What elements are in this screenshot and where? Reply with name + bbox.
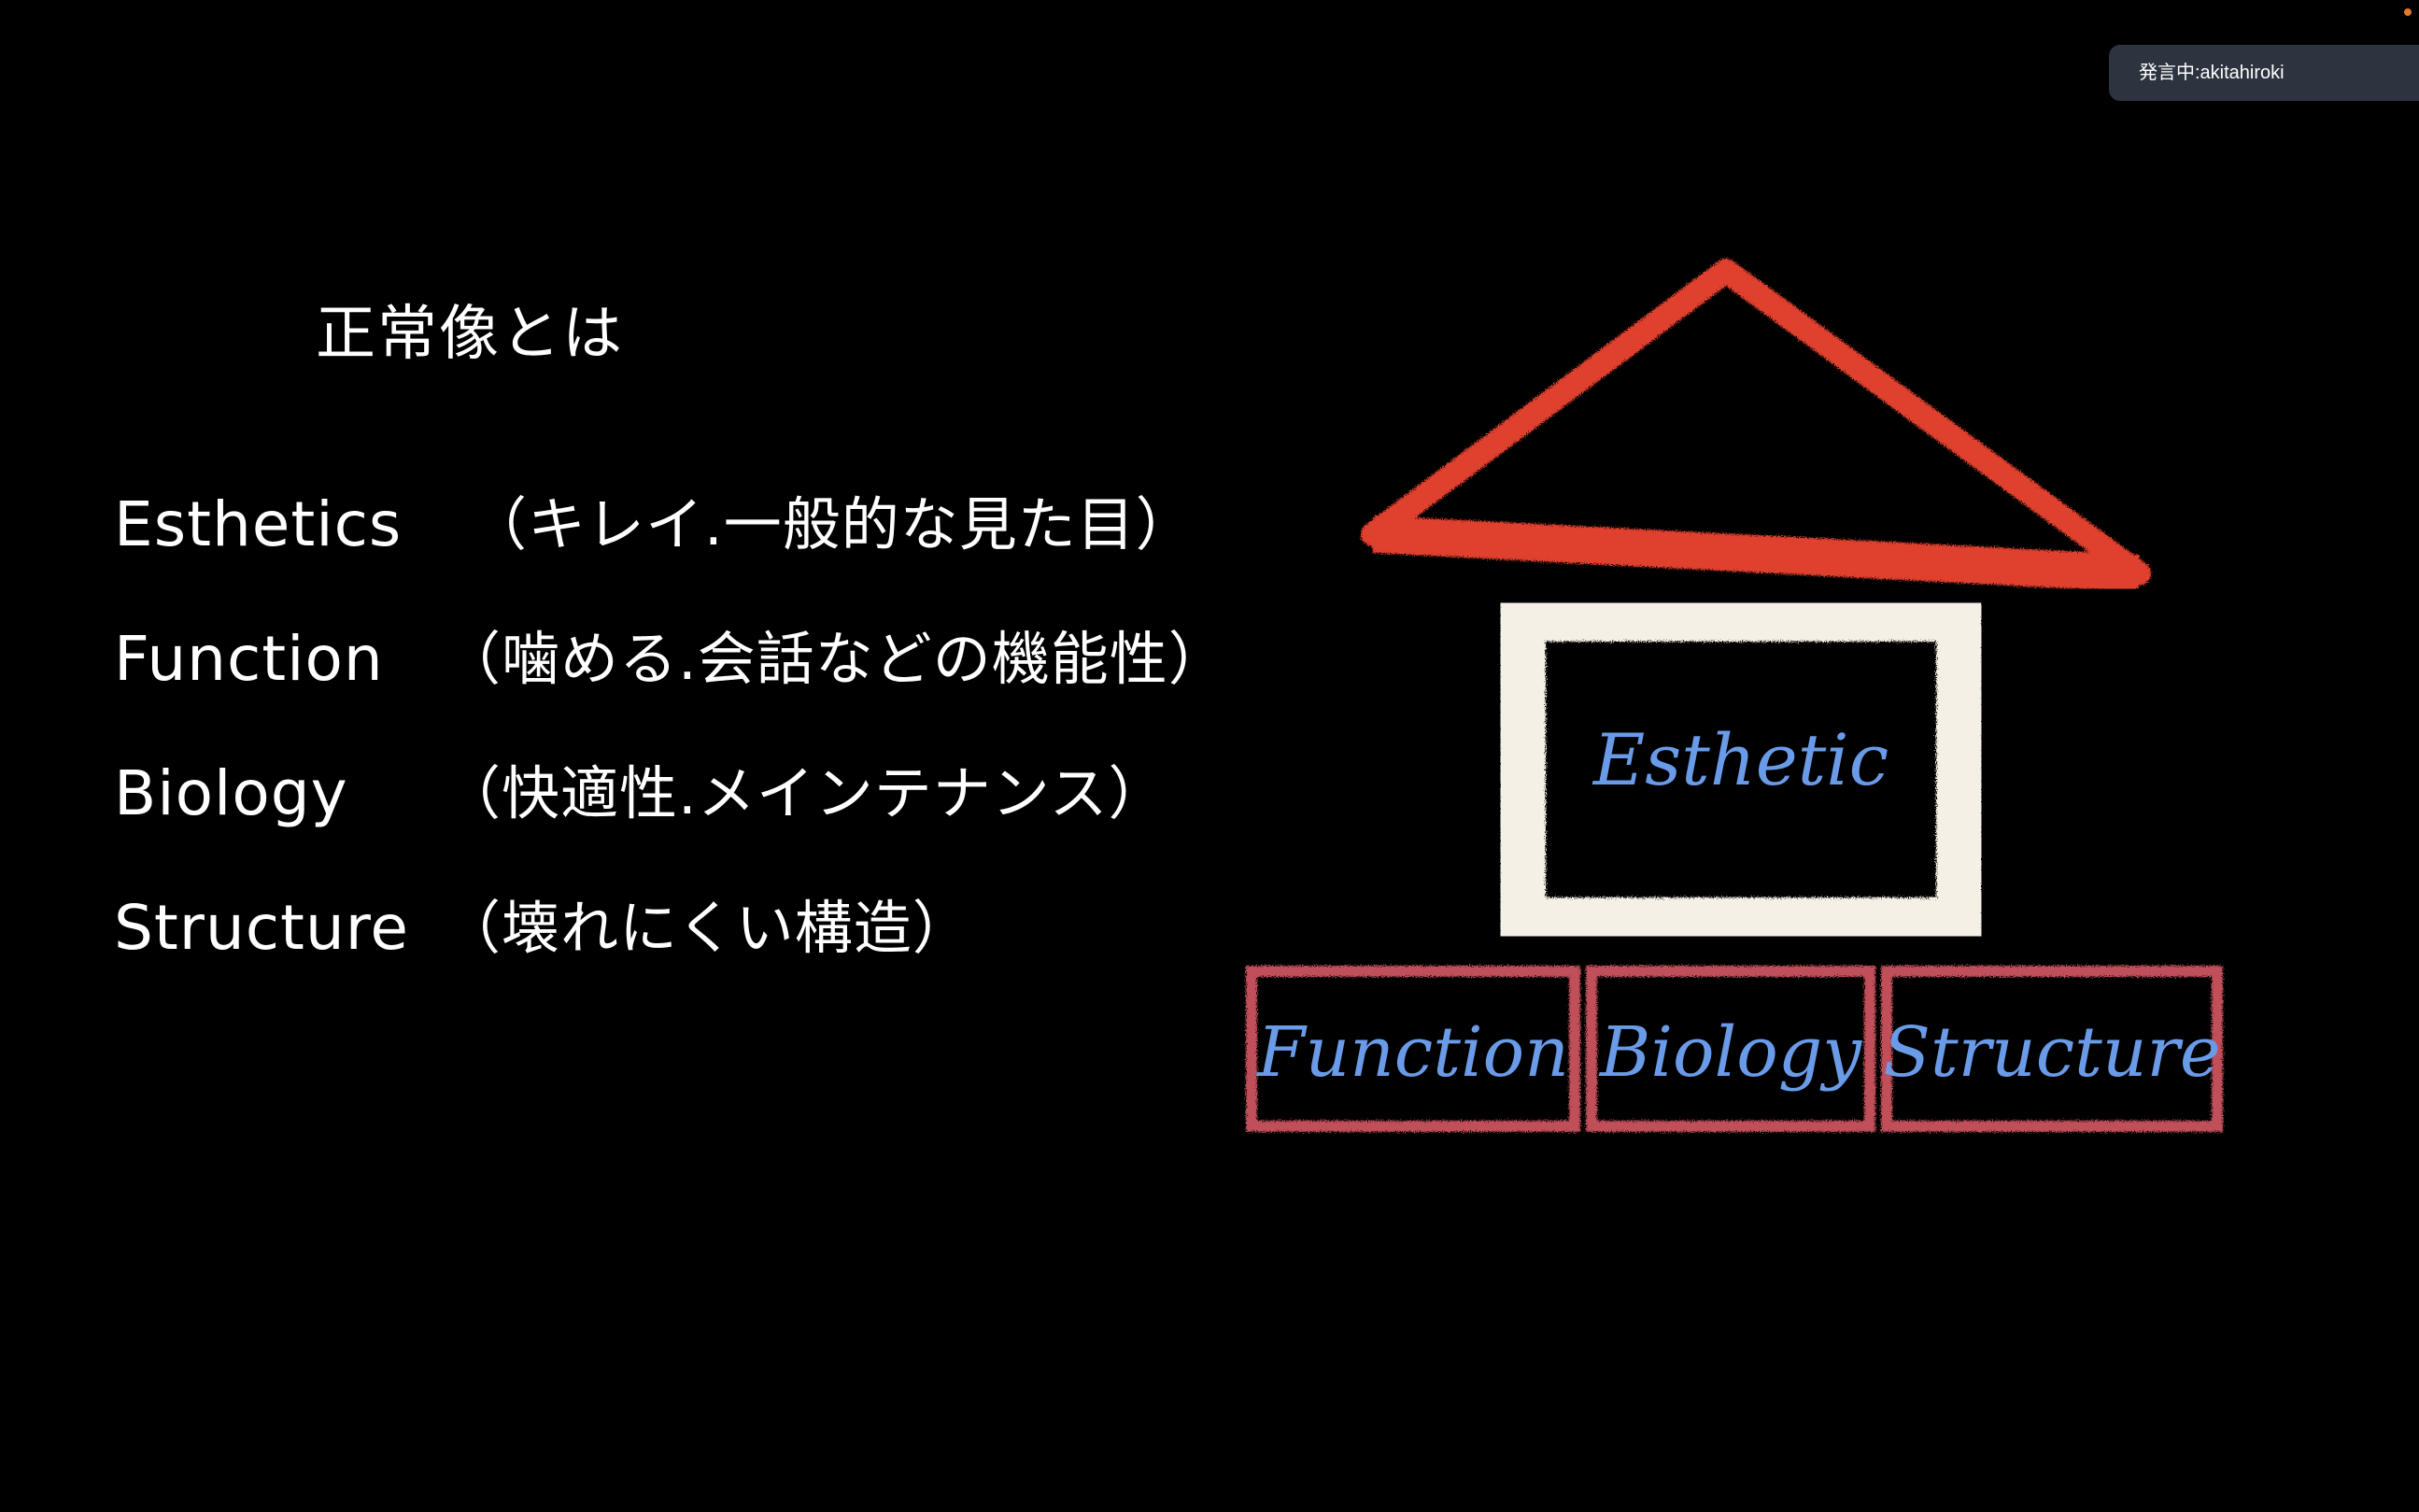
term-function: Function [114,617,384,701]
active-speaker-label: 発言中:akitahiroki [2139,45,2285,101]
house-label-function: Function [1255,1012,1569,1093]
house-label-structure: Structure [1883,1012,2220,1093]
desc-function: （噛める.会話などの機能性） [443,617,1227,701]
foundation-box-structure [1887,971,2217,1126]
desc-esthetics: （キレイ.一般的な見た目） [469,483,1195,567]
foundation-box-biology [1591,971,1870,1126]
house-walls [1522,618,1959,921]
foundation-box-function [1252,971,1575,1126]
roof-triangle [1373,271,2139,573]
slide-title: 正常像とは [316,297,624,372]
term-structure: Structure [114,886,409,970]
active-speaker-indicator: 発言中:akitahiroki [2109,45,2419,101]
term-esthetics: Esthetics [114,483,402,567]
recording-indicator-icon [2404,8,2412,16]
desc-structure: （壊れにくい構造） [443,886,971,970]
term-biology: Biology [114,752,348,836]
house-label-esthetic: Esthetic [1591,718,1889,801]
desc-biology: （快適性.メインテナンス） [443,752,1167,836]
house-label-biology: Biology [1598,1012,1862,1093]
